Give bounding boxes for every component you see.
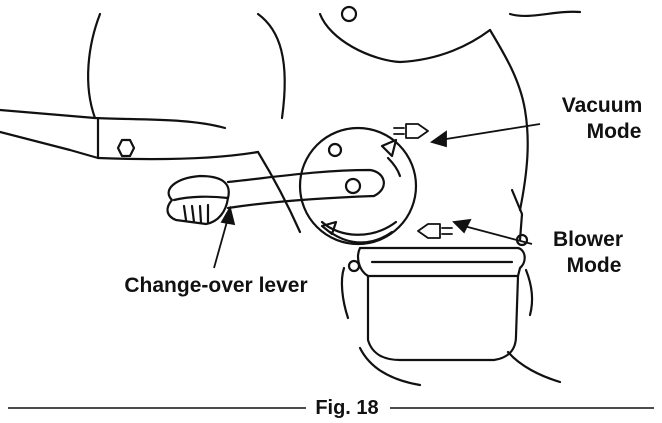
lever-arm-lower bbox=[226, 194, 376, 210]
right-bracket bbox=[510, 188, 524, 242]
vacuum-mode-symbol bbox=[393, 123, 429, 139]
grip-ridge-2 bbox=[190, 204, 196, 224]
machine-body-outline bbox=[87, 12, 102, 120]
lever-callout-head bbox=[220, 205, 236, 226]
connector-left-pin bbox=[347, 259, 361, 273]
dial-arrow-left bbox=[320, 220, 338, 236]
vacuum-label-line1: Vacuum bbox=[562, 94, 643, 117]
bag-right-edge bbox=[506, 350, 562, 384]
top-ridge bbox=[318, 12, 492, 64]
center-body-contour bbox=[256, 150, 302, 234]
blower-callout-line bbox=[463, 225, 533, 245]
lever-pivot bbox=[344, 177, 362, 195]
grip-top-curve bbox=[172, 195, 230, 202]
dial-small-hole bbox=[327, 142, 343, 158]
vacuum-label-line2: Mode bbox=[587, 120, 642, 143]
lever-callout-line bbox=[213, 217, 229, 269]
connector-collar bbox=[357, 246, 526, 278]
dial-top-marker bbox=[386, 156, 402, 178]
grip-ridge-3 bbox=[198, 204, 203, 225]
dial-inner-arc bbox=[320, 220, 398, 236]
connector-left-clip bbox=[340, 266, 350, 320]
blower-mode-symbol bbox=[417, 223, 453, 239]
dial-arrow-right bbox=[380, 138, 398, 158]
top-hole bbox=[340, 5, 358, 23]
top-body-arc bbox=[256, 12, 286, 120]
figure-caption: Fig. 18 bbox=[315, 397, 378, 419]
grip-ridge-1 bbox=[182, 204, 188, 222]
callout-arrows bbox=[213, 123, 541, 269]
blower-label-line2: Mode bbox=[567, 254, 622, 277]
connector-right-clip bbox=[524, 268, 534, 317]
vacuum-callout-line bbox=[439, 123, 541, 141]
selector-dial-outer bbox=[298, 126, 418, 246]
bag-left-edge bbox=[358, 346, 422, 387]
vacuum-callout-head bbox=[429, 130, 447, 148]
right-body-edge bbox=[488, 28, 529, 212]
top-right-curve bbox=[508, 10, 582, 18]
nozzle-upper-edge bbox=[0, 108, 227, 130]
blower-label-line1: Blower bbox=[553, 228, 623, 251]
blower-callout-head bbox=[452, 218, 472, 234]
lever-arm-upper bbox=[226, 168, 385, 198]
connector-body bbox=[366, 274, 520, 362]
dial-inner-arc-2 bbox=[328, 230, 394, 244]
lever-label: Change-over lever bbox=[124, 274, 307, 297]
hex-bolt bbox=[116, 138, 136, 158]
